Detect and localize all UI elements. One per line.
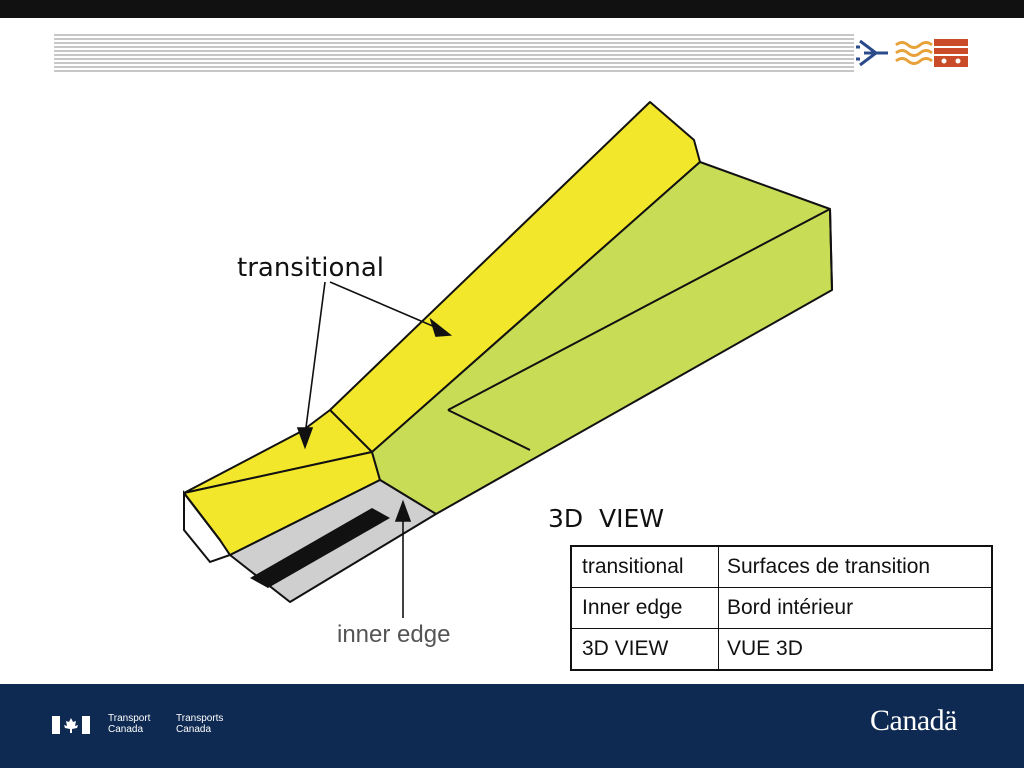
glossary-table: transitional Surfaces de transition Inne… [570, 545, 993, 671]
canada-wordmark: Canadä [870, 704, 957, 737]
label-3d-view: 3D VIEW [548, 504, 664, 533]
fip-en-line1: Transport [108, 713, 151, 724]
table-row: Inner edge Bord intérieur [570, 587, 993, 629]
term-fr: Surfaces de transition [718, 545, 993, 588]
top-bar [0, 0, 1024, 18]
inner-edge-arrow [394, 499, 412, 618]
fip-fr-line2: Canada [176, 724, 212, 735]
label-transitional: transitional [237, 253, 384, 283]
transitional-surface-diagram: transitional inner edge 3D VIEW [183, 101, 833, 648]
transitional-arrows [296, 281, 453, 450]
canada-flag-icon [52, 716, 90, 734]
fip-en-line2: Canada [108, 724, 144, 735]
footer-bar [0, 684, 1024, 768]
term-fr: Bord intérieur [718, 587, 993, 629]
header-stripes [54, 34, 967, 72]
waves-icon [895, 41, 933, 65]
transport-modes-logo [854, 33, 970, 73]
fip-fr-line1: Transports [176, 713, 224, 724]
term-fr: VUE 3D [718, 628, 993, 671]
runway [250, 508, 390, 588]
term-en: Inner edge [570, 587, 719, 629]
label-inner-edge: inner edge [337, 621, 450, 648]
airplane-icon [856, 39, 888, 67]
table-row: 3D VIEW VUE 3D [570, 628, 993, 671]
term-en: 3D VIEW [570, 628, 719, 671]
fip-signature-fr: Transports Canada [176, 713, 223, 735]
term-en: transitional [570, 545, 719, 588]
rail-icon [934, 39, 968, 67]
table-row: transitional Surfaces de transition [570, 545, 993, 588]
fip-signature-en: Transport Canada [108, 713, 150, 735]
